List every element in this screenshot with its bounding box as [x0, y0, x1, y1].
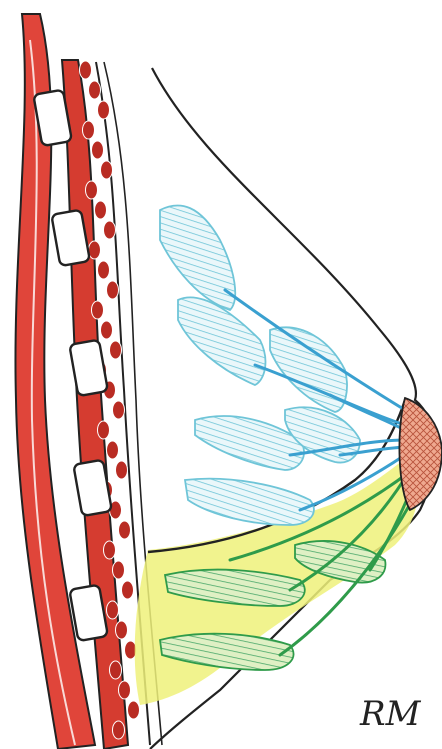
- muscle-fiber-blob: [80, 61, 92, 79]
- muscle-fiber-blob: [122, 581, 134, 599]
- muscle-fiber-blob: [110, 341, 122, 359]
- muscle-fiber-blob: [119, 521, 131, 539]
- gland-lobule-icon: [160, 205, 235, 310]
- muscle-fiber-blob: [92, 301, 104, 319]
- muscle-fiber-blob: [113, 401, 125, 419]
- muscle-fiber-blob: [86, 181, 98, 199]
- artist-signature: RM: [359, 694, 422, 734]
- muscle-fiber-blob: [113, 561, 125, 579]
- muscle-fiber-blob: [98, 421, 110, 439]
- muscle-fiber-blob: [107, 281, 119, 299]
- muscle-fiber-blob: [116, 461, 128, 479]
- nipple-icon: [399, 398, 442, 510]
- muscle-fiber-blob: [116, 621, 128, 639]
- muscle-fiber-blob: [89, 241, 101, 259]
- muscle-fiber-blob: [104, 541, 116, 559]
- gland-lobule-icon: [185, 479, 314, 525]
- muscle-fiber-blob: [98, 261, 110, 279]
- rib-bone-icon: [69, 340, 108, 396]
- muscle-fiber-blob: [110, 661, 122, 679]
- muscle-fiber-blob: [95, 201, 107, 219]
- muscle-fiber-blob: [113, 721, 125, 739]
- muscle-fiber-blob: [104, 221, 116, 239]
- muscle-fiber-blob: [101, 161, 113, 179]
- muscle-fiber-blob: [128, 701, 140, 719]
- muscle-fiber-blob: [107, 601, 119, 619]
- muscle-fiber-blob: [125, 641, 137, 659]
- muscle-fiber-blob: [107, 441, 119, 459]
- muscle-fiber-blob: [89, 81, 101, 99]
- muscle-fiber-blob: [101, 321, 113, 339]
- muscle-fiber-blob: [98, 101, 110, 119]
- nipple-areola: [399, 398, 442, 510]
- muscle-fiber-blob: [83, 121, 95, 139]
- muscle-fiber-blob: [119, 681, 131, 699]
- muscle-fiber-blob: [92, 141, 104, 159]
